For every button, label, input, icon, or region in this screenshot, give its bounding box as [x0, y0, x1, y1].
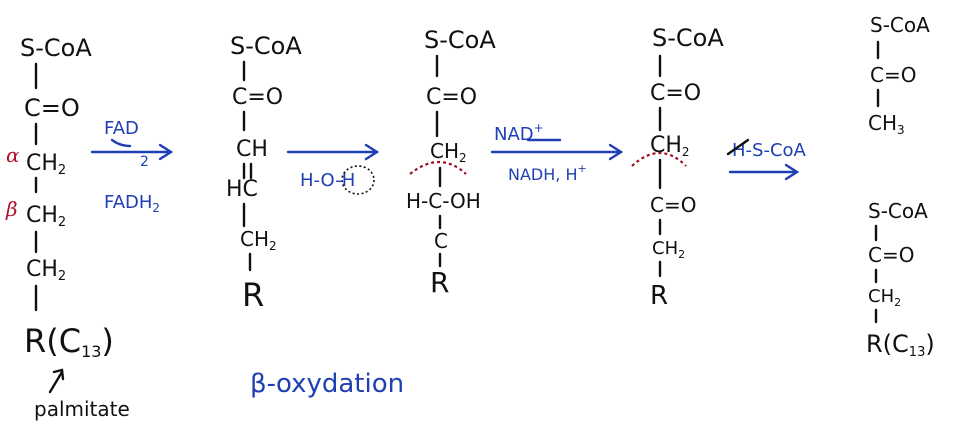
m2-carbonyl: C=O — [232, 85, 283, 110]
step1-curl — [110, 138, 132, 148]
svg-text:CH2: CH2 — [652, 238, 685, 261]
m1-gamma-carbon: CH — [26, 257, 58, 282]
step4-arrow-head — [784, 163, 800, 181]
p2-r-group: R(C — [866, 330, 909, 358]
svg-text:CH2: CH2 — [240, 227, 277, 253]
m3-hydroxy: H-C-OH — [406, 189, 481, 213]
p2-s-coa: S-CoA — [868, 199, 928, 223]
svg-text:CH2: CH2 — [650, 133, 690, 159]
beta-oxidation-caption: β-oxydation — [250, 369, 404, 399]
step1-mark: 2 — [140, 154, 149, 170]
m1-alpha-sub: 2 — [58, 163, 66, 178]
hydroxyacyl-coa-molecule: S-CoA C=O CH2 H-C-OH C R — [406, 26, 496, 299]
p2-ch2-sub: 2 — [894, 296, 901, 309]
p2-r-close: ) — [925, 330, 934, 358]
p2-carbonyl: C=O — [868, 243, 914, 267]
m4-ch2-sub: 2 — [678, 248, 685, 261]
step1-fad: FAD — [104, 118, 139, 139]
step4-hscoa: H-S-CoA — [732, 140, 807, 161]
step2-water: H-O-H — [300, 170, 355, 191]
step1-fadh: FADH — [104, 192, 152, 213]
m1-r-group: R(C — [24, 322, 81, 360]
m4-cleavage-mark — [631, 152, 687, 167]
m2-ch: CH — [236, 137, 268, 162]
p1-s-coa: S-CoA — [870, 13, 930, 37]
p1-ch3-sub: 3 — [897, 123, 905, 137]
step3-nad: NAD — [494, 124, 534, 145]
m3-r-group: R — [430, 266, 449, 299]
m2-s-coa: S-CoA — [230, 32, 302, 60]
m1-beta-carbon: CH — [26, 203, 58, 228]
step3-arrow-head — [608, 143, 624, 161]
p1-ch3: CH — [868, 111, 897, 135]
m4-s-coa: S-CoA — [652, 24, 724, 52]
m1-gamma-sub: 2 — [58, 269, 66, 284]
alpha-label: α — [6, 143, 20, 167]
m1-carbonyl: C=O — [24, 94, 80, 122]
m1-r-sub: 13 — [81, 342, 101, 361]
m4-r-group: R — [650, 281, 668, 311]
svg-text:R(C13): R(C13) — [24, 322, 114, 361]
svg-text:R(C13): R(C13) — [866, 330, 935, 360]
step3-nadh-sup: + — [577, 162, 586, 175]
m4-carbonyl: C=O — [650, 81, 701, 106]
beta-label: β — [5, 197, 18, 221]
m3-carbonyl: C=O — [426, 85, 477, 110]
svg-text:CH2: CH2 — [430, 139, 467, 165]
enoyl-coa-molecule: S-CoA C=O CH HC CH2 R — [226, 32, 302, 314]
ketoacyl-coa-molecule: S-CoA C=O CH2 C=O CH2 R — [631, 24, 724, 311]
p2-ch2: CH — [868, 286, 894, 307]
svg-text:NADH, H+: NADH, H+ — [508, 162, 587, 184]
hydrogen-circle — [341, 165, 375, 195]
shortened-acyl-coa-molecule: S-CoA C=O CH2 R(C13) — [866, 199, 935, 360]
svg-text:NAD+: NAD+ — [494, 121, 544, 145]
p2-r-sub: 13 — [909, 345, 926, 360]
m3-ch2: CH — [430, 139, 459, 163]
step3-nad-sup: + — [534, 121, 544, 135]
m1-r-close: ) — [101, 322, 113, 360]
step3-oxidation: NAD+ NADH, H+ — [490, 121, 624, 184]
m1-s-coa: S-CoA — [20, 34, 92, 62]
m1-beta-sub: 2 — [58, 215, 66, 230]
m4-carbonyl-2: C=O — [650, 193, 696, 217]
palmitate-pointer-head — [52, 368, 65, 381]
svg-text:CH2: CH2 — [26, 203, 66, 230]
step1-fadh-sub: 2 — [152, 201, 160, 215]
m3-cleavage-mark — [409, 161, 467, 175]
m2-r-group: R — [242, 276, 264, 314]
acetyl-coa-molecule: S-CoA C=O CH3 — [868, 13, 930, 137]
m4-ch2-top-sub: 2 — [682, 145, 690, 159]
step2-hydration: H-O-H — [286, 143, 380, 195]
m3-ch2-sub: 2 — [459, 151, 467, 165]
palmitate-caption: palmitate — [34, 397, 130, 421]
svg-text:CH2: CH2 — [26, 151, 66, 178]
m3-c: C — [434, 229, 448, 253]
step4-thiolysis: H-S-CoA — [726, 138, 807, 181]
palmitoyl-coa-molecule: S-CoA C=O α CH2 β CH2 CH2 R(C13) palmita… — [5, 34, 130, 421]
p1-carbonyl: C=O — [870, 63, 916, 87]
m2-ch2-sub: 2 — [269, 239, 277, 253]
step1-oxidation: FAD 2 FADH2 — [90, 118, 174, 215]
svg-text:CH3: CH3 — [868, 111, 905, 137]
svg-text:FADH2: FADH2 — [104, 192, 160, 215]
svg-text:CH2: CH2 — [868, 286, 901, 309]
m2-ch2: CH — [240, 227, 269, 251]
step2-arrow-head — [364, 143, 380, 161]
step3-nadh: NADH, H — [508, 165, 577, 184]
step4-strike — [726, 138, 750, 156]
palmitate-pointer — [48, 370, 64, 394]
m3-s-coa: S-CoA — [424, 26, 496, 54]
m4-ch2: CH — [652, 238, 678, 259]
m1-alpha-carbon: CH — [26, 151, 58, 176]
step1-arrow-head — [158, 143, 174, 161]
svg-text:CH2: CH2 — [26, 257, 66, 284]
m2-hc: HC — [226, 177, 258, 202]
